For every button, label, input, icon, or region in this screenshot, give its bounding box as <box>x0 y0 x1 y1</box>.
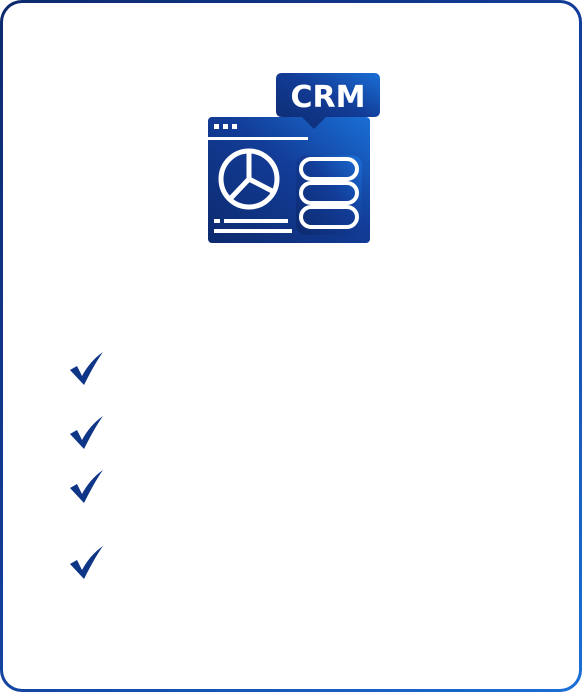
crm-dashboard-icon: CRM <box>204 67 384 247</box>
checkmark-icon <box>67 413 107 453</box>
checkmark-icon <box>67 467 107 507</box>
checkmark-icon <box>67 543 107 583</box>
feature-checklist <box>67 3 527 689</box>
card-body: CRM <box>3 3 579 689</box>
list-item <box>67 543 527 583</box>
crm-bubble-text: CRM <box>291 80 366 115</box>
checkmark-icon <box>67 349 107 389</box>
list-item <box>67 413 527 453</box>
list-item <box>67 349 527 389</box>
list-item <box>67 467 527 507</box>
